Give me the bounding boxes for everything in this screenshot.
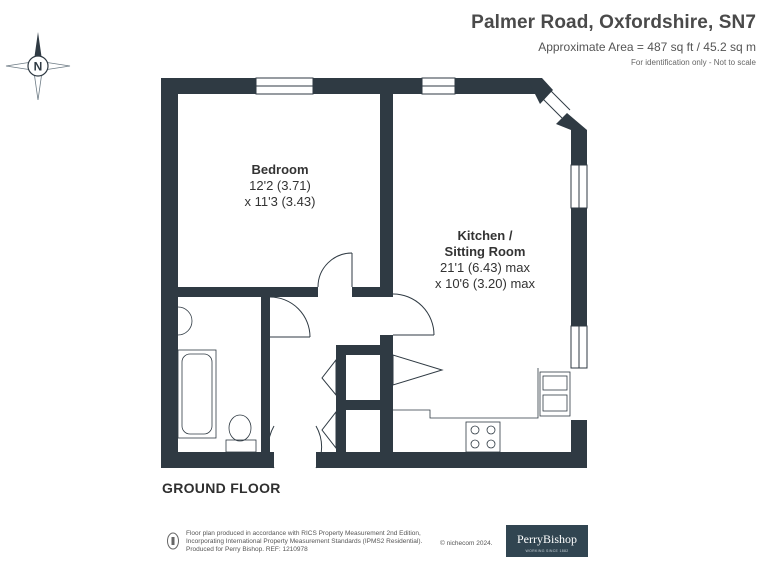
bay-window-corner xyxy=(527,78,587,130)
kitchen-dimension-2: x 10'6 (3.20) max xyxy=(434,276,536,291)
footer-line-2: Incorporating International Property Mea… xyxy=(186,538,423,545)
footer-line-1: Floor plan produced in accordance with R… xyxy=(186,530,421,537)
bathroom-fixtures xyxy=(177,306,257,453)
brand-name: PerryBishop xyxy=(517,532,577,546)
bedroom-label: Bedroom 12'2 (3.71) x 11'3 (3.43) xyxy=(230,162,330,210)
exterior-walls xyxy=(161,78,587,468)
windows xyxy=(255,77,588,369)
bedroom-dimension-2: x 11'3 (3.43) xyxy=(244,194,316,209)
floor-label: GROUND FLOOR xyxy=(162,480,281,496)
brand-logo: PerryBishop WORKING SINCE 1882 xyxy=(506,525,588,557)
bedroom-name: Bedroom xyxy=(251,162,309,177)
rics-logo-icon xyxy=(167,532,179,550)
kitchen-name-2: Sitting Room xyxy=(444,244,526,259)
interior-walls xyxy=(178,94,393,452)
footer-line-3: Produced for Perry Bishop. REF: 1210978 xyxy=(186,546,308,553)
property-title: Palmer Road, Oxfordshire, SN7 xyxy=(471,12,756,33)
identification-note: For identification only - Not to scale xyxy=(631,58,756,67)
kitchen-label: Kitchen / Sitting Room 21'1 (6.43) max x… xyxy=(418,228,552,292)
door-swings xyxy=(267,252,444,469)
compass-rose-icon xyxy=(5,32,71,101)
kitchen-name-1: Kitchen / xyxy=(457,228,513,243)
bedroom-dimension-1: 12'2 (3.71) xyxy=(249,178,311,193)
kitchen-dimension-1: 21'1 (6.43) max xyxy=(440,260,530,275)
approximate-area: Approximate Area = 487 sq ft / 45.2 sq m xyxy=(538,40,756,54)
compass-north-label: N xyxy=(34,60,43,74)
footer-disclaimer: Floor plan produced in accordance with R… xyxy=(186,530,436,554)
kitchen-units xyxy=(393,368,571,453)
brand-tagline: WORKING SINCE 1882 xyxy=(525,549,569,553)
copyright-text: © nichecom 2024. xyxy=(440,540,493,547)
